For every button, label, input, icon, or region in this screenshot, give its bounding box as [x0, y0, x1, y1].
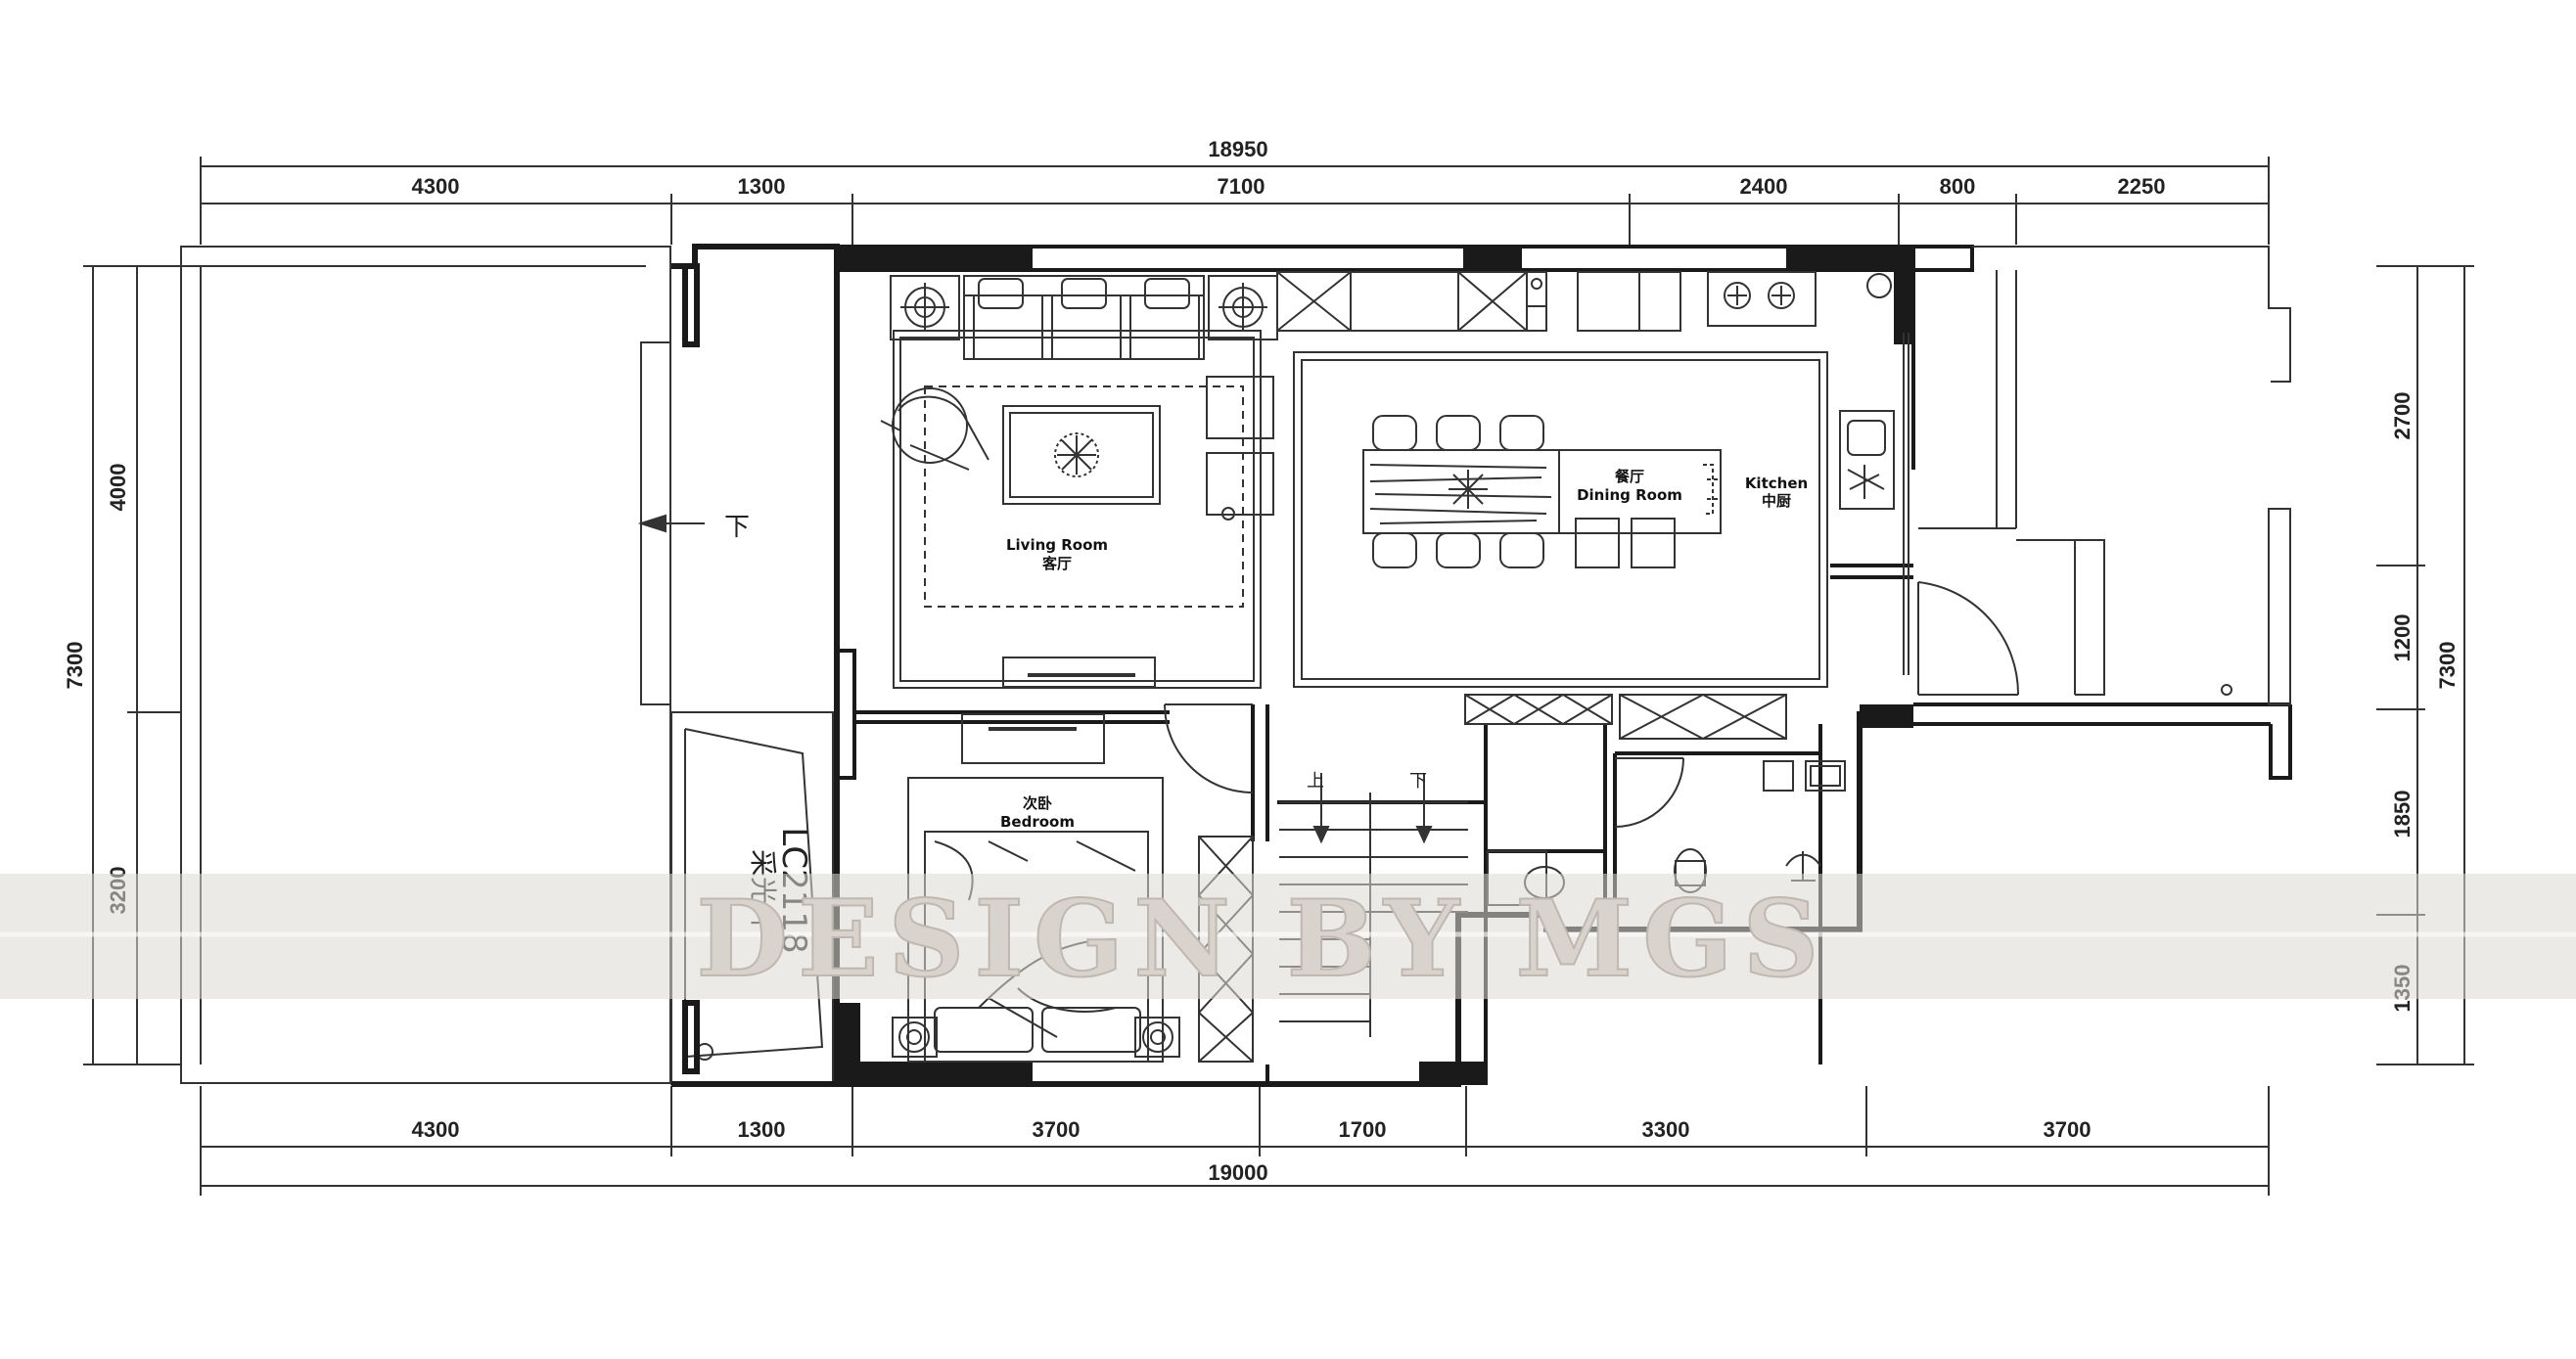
bottom-dimension-lines	[200, 1086, 2270, 1196]
living-room-label-cn: 客厅	[1041, 555, 1072, 572]
right-total-dim: 7300	[2435, 642, 2460, 690]
side-table-lamps	[900, 283, 1267, 332]
top-total-dim: 18950	[1208, 137, 1267, 161]
living-room	[893, 330, 1262, 689]
dining-chairs	[1372, 415, 1544, 568]
bottom-dim-1: 4300	[412, 1117, 460, 1142]
kitchen-label-cn: 中厨	[1762, 492, 1791, 510]
corridor-cabinets	[1464, 694, 1787, 740]
sofa	[890, 275, 1278, 360]
dining-table	[1362, 449, 1560, 534]
bottom-dim-2: 1300	[738, 1117, 786, 1142]
living-room-label-en: Living Room	[1006, 536, 1108, 554]
kitchen-island	[1558, 449, 1722, 568]
right-dim-3: 1850	[2390, 791, 2415, 838]
watermark-text: DESIGN BY MGS	[697, 878, 1829, 1001]
top-dim-1: 4300	[412, 174, 460, 199]
kitchen-doors	[1903, 333, 2020, 696]
left-dim-1: 4000	[106, 464, 130, 512]
bottom-dim-6: 3700	[2044, 1117, 2092, 1142]
tv-console	[1002, 657, 1156, 688]
interior-walls	[835, 649, 1822, 1084]
top-dim-5: 800	[1940, 174, 1976, 199]
dining-label-cn: 餐厅	[1615, 468, 1644, 485]
dining-label-en: Dining Room	[1577, 486, 1682, 504]
dining-area	[1293, 351, 1828, 688]
yard-down-label: 下	[724, 513, 750, 542]
main-walls-fill	[837, 247, 1913, 1085]
stair-down-label: 下	[1409, 771, 1427, 792]
right-dim-1: 2700	[2390, 392, 2415, 440]
bottom-dim-4: 1700	[1339, 1117, 1387, 1142]
right-dim-2: 1200	[2390, 614, 2415, 662]
bottom-dim-3: 3700	[1033, 1117, 1081, 1142]
coffee-table	[1002, 405, 1161, 505]
armchairs	[1206, 376, 1274, 521]
kitchen-counter	[1276, 271, 1895, 510]
left-total-dim: 7300	[63, 642, 87, 690]
bedroom-label-cn: 次卧	[1023, 794, 1052, 812]
kitchen-label-en: Kitchen	[1745, 475, 1808, 492]
top-dim-2: 1300	[738, 174, 786, 199]
top-dimension-lines	[200, 157, 2270, 245]
bottom-total-dim: 19000	[1208, 1160, 1267, 1185]
top-dim-6: 2250	[2118, 174, 2166, 199]
top-dim-3: 7100	[1218, 174, 1265, 199]
stair-up-label: 上	[1307, 771, 1324, 792]
bedroom-label-en: Bedroom	[1000, 813, 1075, 831]
top-dim-4: 2400	[1740, 174, 1788, 199]
bottom-dim-5: 3300	[1642, 1117, 1690, 1142]
lounge-chair	[880, 387, 989, 471]
right-balcony	[1918, 246, 2291, 705]
